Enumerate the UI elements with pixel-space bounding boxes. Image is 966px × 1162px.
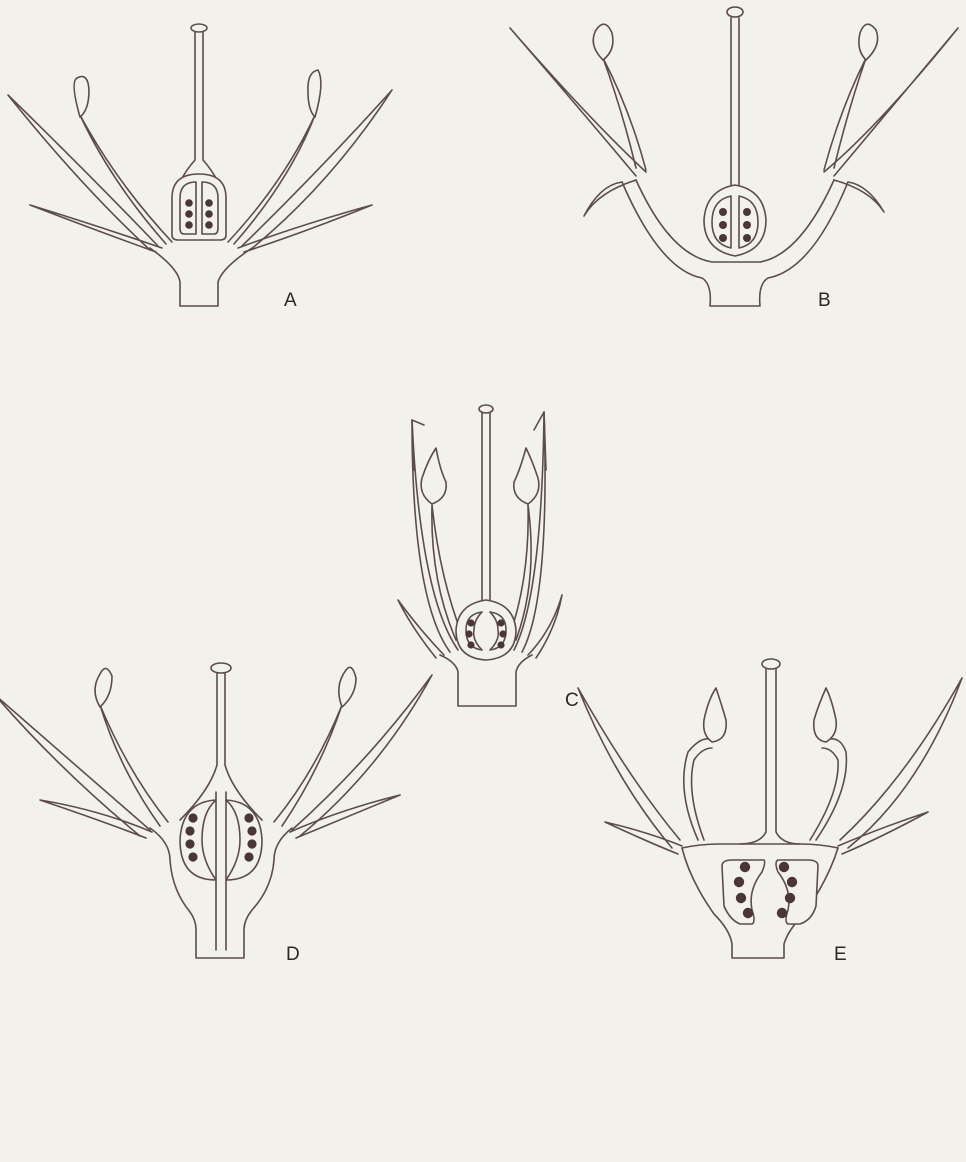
ovule [467,619,474,626]
stigma-a [191,24,207,32]
style-a [180,30,218,182]
sepal-c-right-short [528,595,562,658]
petal-b-left [510,28,646,176]
panel-label-d: D [286,944,300,965]
ovule [734,877,744,887]
ovule [719,221,727,229]
sepal-e-left-inner [605,822,682,854]
anther-b-left [593,24,613,60]
receptacle-c [440,655,532,706]
anther-a-left [74,77,89,118]
ovule [185,839,194,848]
receptacle-a [150,248,252,306]
ovule [736,893,746,903]
style-e [740,665,800,844]
panel-label-c: C [565,690,579,711]
filament-a-right [228,115,315,244]
ovule [247,826,256,835]
anther-d-left [95,668,112,707]
ovule [465,630,472,637]
ovule [467,641,474,648]
receptacle-d [150,828,292,958]
petal-c-right [514,412,545,652]
filament-e-right [810,739,846,840]
ovule [185,826,194,835]
sepal-a-right-inner [238,205,372,252]
ovule [497,619,504,626]
panel-e: E [578,659,962,965]
style-d [216,792,226,950]
ovule [743,221,751,229]
locule-d-right [226,800,262,880]
filament-b-left [603,58,646,170]
stigma-b [727,7,743,17]
filament-e-left [684,739,712,840]
ovule [719,208,727,216]
stigma-e [762,659,780,669]
anther-c-right [514,448,539,504]
ovule [785,893,795,903]
sepal-e-right-outer [840,678,962,848]
ovule [743,908,753,918]
sepal-d-right-outer [292,675,432,836]
ovule [779,862,789,872]
sepal-a-left-outer [8,95,158,250]
panel-label-b: B [818,290,831,311]
ovule [244,852,253,861]
sepal-e-right-inner [838,812,928,854]
ovule [205,210,213,218]
anther-b-right [859,24,878,60]
petal-c-right-tip [534,412,546,470]
ovule [743,208,751,216]
petal-c-left-tip [412,420,424,470]
locule-d-left [180,800,216,880]
style-b [731,18,739,185]
ovary-c [456,600,516,660]
panel-b: B [510,7,958,311]
stigma-c [479,405,493,413]
ovule [185,221,193,229]
style-d-upper [180,665,262,820]
petal-b-right [824,28,958,176]
panel-label-a: A [284,290,297,311]
anther-e-right [814,688,837,742]
sepal-b-left [584,180,636,216]
sepal-e-left-outer [578,688,680,848]
floral-top-e [682,844,838,848]
panel-a: A [8,24,392,311]
ovule [188,813,197,822]
ovule [244,813,253,822]
ovule [787,877,797,887]
sepal-d-left-outer [0,695,150,836]
style-c [482,412,490,600]
ovule [205,199,213,207]
ovule [740,862,750,872]
ovule [499,630,506,637]
anther-a-right [308,70,321,117]
ovule [185,199,193,207]
stigma-d [211,663,231,673]
filament-d-left [100,705,168,826]
anther-c-left [421,448,446,504]
ovule [247,839,256,848]
panel-c: C [398,405,579,711]
ovule [743,234,751,242]
panel-label-e: E [834,944,847,965]
ovule [205,221,213,229]
ovule [185,210,193,218]
anther-e-left [704,688,727,742]
ovule [188,852,197,861]
anther-d-right [339,667,356,707]
ovule [497,641,504,648]
ovule [719,234,727,242]
panel-d: D [0,663,432,965]
ovule [777,908,787,918]
